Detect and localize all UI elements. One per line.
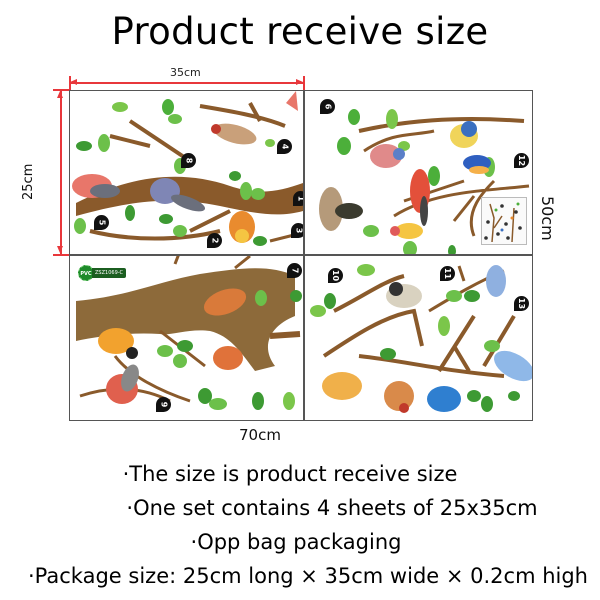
sticker-number-marker: 11 (440, 266, 455, 281)
sticker-number-marker: 7 (287, 263, 302, 278)
vertical-sheet-divider (303, 90, 305, 421)
arrow-up-icon (57, 91, 63, 98)
arrow-left-icon (70, 79, 77, 85)
preview-thumbnail (481, 197, 527, 245)
height-tick-bottom (53, 254, 69, 256)
bird-branch-illustration (76, 256, 302, 410)
sticker-number-marker: 10 (328, 268, 343, 283)
bird-branch-illustration (319, 109, 530, 254)
bird-branch-illustration (310, 264, 532, 413)
sticker-number-marker: 5 (94, 215, 109, 230)
sticker-number-marker: 1 (293, 191, 303, 206)
sticker-number-marker: 13 (514, 296, 529, 311)
sheet-bottom-right: 10 11 13 (304, 256, 532, 420)
sticker-number-marker: 12 (514, 153, 529, 168)
total-width-label: 70cm (239, 426, 281, 444)
height-tick-top (53, 89, 69, 91)
sticker-number-marker: 2 (207, 233, 222, 248)
page-title: Product receive size (111, 10, 489, 53)
info-line-package-size: ·Package size: 25cm long × 35cm wide × 0… (28, 564, 588, 588)
width-dimension-line (70, 82, 303, 84)
sheet-top-left: 1 2 3 4 5 8 (70, 91, 303, 254)
arrow-down-icon (57, 246, 63, 253)
bird-branch-illustration (72, 91, 303, 246)
sticker-number-marker: 3 (291, 223, 303, 238)
pvc-product-badge: PVC ZSZ1069-C (78, 264, 127, 281)
width-tick-right (303, 76, 305, 90)
sticker-number-marker: 8 (181, 153, 196, 168)
product-code: ZSZ1069-C (92, 267, 127, 278)
sticker-number-marker: 4 (277, 139, 292, 154)
info-line-receive-size: ·The size is product receive size (122, 462, 458, 486)
height-dimension-line (60, 90, 62, 254)
total-height-label: 50cm (538, 196, 557, 241)
info-line-set-contents: ·One set contains 4 sheets of 25x35cm (126, 496, 538, 520)
sheet-top-right: 6 12 (304, 91, 532, 254)
sheet-height-label: 25cm (21, 163, 36, 200)
sticker-number-marker: 6 (320, 99, 335, 114)
info-line-packaging: ·Opp bag packaging (190, 530, 402, 554)
horizontal-sheet-divider (69, 254, 533, 256)
arrow-right-icon (296, 79, 303, 85)
sticker-number-marker: 9 (156, 397, 171, 412)
sheet-layout-frame (69, 90, 533, 421)
width-tick-left (69, 76, 71, 90)
sheet-width-label: 35cm (170, 66, 201, 79)
sheet-bottom-left: PVC ZSZ1069-C 7 9 (70, 256, 303, 420)
